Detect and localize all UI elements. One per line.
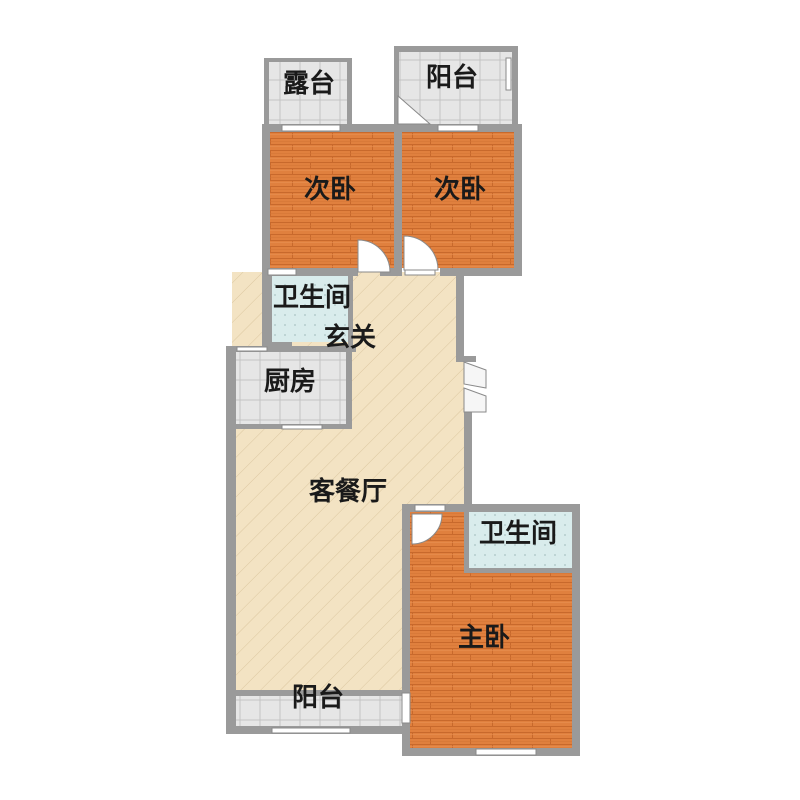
wall xyxy=(262,124,522,132)
wall xyxy=(262,268,358,276)
wall xyxy=(456,356,476,362)
wall xyxy=(348,276,353,346)
wall xyxy=(394,46,518,52)
walls xyxy=(226,46,580,756)
wall xyxy=(262,342,292,348)
wall xyxy=(262,124,270,274)
door-swing xyxy=(403,235,439,271)
window xyxy=(505,57,512,91)
wall xyxy=(262,268,272,348)
wall xyxy=(464,412,472,512)
window xyxy=(401,692,411,724)
wall xyxy=(347,58,352,128)
wall xyxy=(456,268,464,358)
wall xyxy=(394,124,402,274)
window xyxy=(281,424,323,430)
room-label-living-dining: 客餐厅 xyxy=(309,476,387,507)
wall xyxy=(440,268,522,276)
room-label-master-bedroom: 主卧 xyxy=(458,623,510,653)
room-label-kitchen: 厨房 xyxy=(264,367,316,397)
window xyxy=(267,268,297,276)
terrace-floor xyxy=(269,62,347,126)
window xyxy=(437,124,479,132)
window xyxy=(281,124,341,132)
kitchen-floor xyxy=(235,352,347,424)
door-swing xyxy=(357,239,391,273)
floors xyxy=(232,52,574,748)
wall xyxy=(402,504,410,754)
wall xyxy=(514,124,522,274)
balcony-south-floor xyxy=(234,696,402,730)
wall xyxy=(572,504,580,754)
room-label-bedroom-secondary-2: 次卧 xyxy=(434,175,486,205)
wall xyxy=(226,346,356,352)
window xyxy=(236,346,268,352)
door-swing xyxy=(463,361,487,389)
wall xyxy=(346,346,352,428)
door-swing xyxy=(411,513,443,545)
door-swing xyxy=(463,387,487,413)
wall xyxy=(402,504,580,512)
wall xyxy=(512,46,518,128)
wall xyxy=(264,58,269,128)
wall xyxy=(380,268,402,276)
window xyxy=(414,504,446,512)
room-label-bathroom-master: 卫生间 xyxy=(479,519,557,549)
room-label-balcony-south: 阳台 xyxy=(292,682,344,713)
window xyxy=(271,727,351,734)
bathroom-master-floor xyxy=(468,512,572,570)
room-label-bathroom-north: 卫生间 xyxy=(273,283,351,313)
window xyxy=(475,748,537,756)
wall xyxy=(264,58,352,62)
wall xyxy=(464,512,469,572)
windows xyxy=(236,57,537,756)
room-labels: 露台 阳台 次卧 次卧 卫生间 玄关 厨房 客餐厅 卫生间 主卧 阳台 xyxy=(264,62,557,713)
room-label-balcony-north: 阳台 xyxy=(426,62,478,93)
room-label-bedroom-secondary-1: 次卧 xyxy=(304,175,356,205)
bathroom-north-floor xyxy=(272,276,350,342)
door-swing xyxy=(397,94,432,125)
wall xyxy=(394,46,399,128)
room-label-terrace: 露台 xyxy=(283,68,335,99)
room-label-entrance: 玄关 xyxy=(324,322,376,353)
wall xyxy=(226,690,406,696)
doors xyxy=(357,94,487,545)
wall xyxy=(464,568,572,573)
wall xyxy=(226,346,236,726)
